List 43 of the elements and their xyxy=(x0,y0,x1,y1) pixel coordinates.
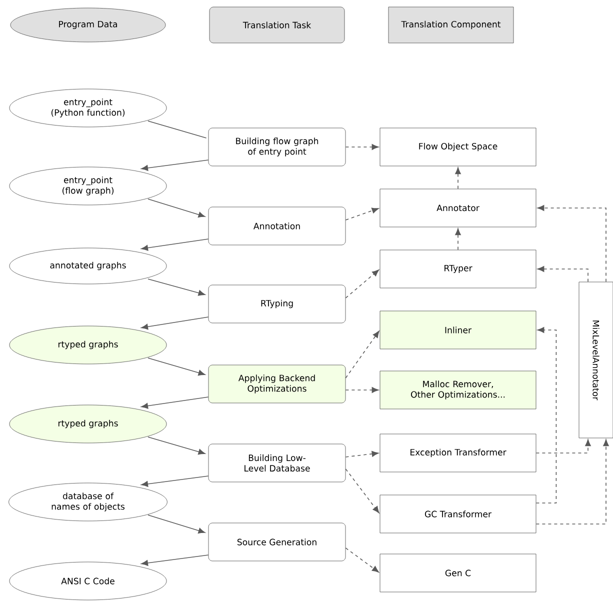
component-box: RTyper xyxy=(380,250,536,288)
arrow xyxy=(536,439,591,454)
arrow xyxy=(455,228,461,250)
arrow xyxy=(141,160,209,171)
arrow xyxy=(455,167,461,190)
arrow xyxy=(141,476,209,487)
arrow xyxy=(148,436,206,455)
component-box: Exception Transformer xyxy=(380,434,536,472)
task-box: RTyping xyxy=(208,284,346,324)
task-box: Translation Task xyxy=(209,6,345,44)
component-box: Malloc Remover, Other Optimizations... xyxy=(380,370,536,410)
arrow xyxy=(148,198,206,218)
task-box: Building flow graph of entry point xyxy=(208,128,346,166)
task-box: Applying Backend Optimizations xyxy=(208,364,346,404)
task-box: Building Low-Level Database xyxy=(208,444,346,482)
arrow xyxy=(148,278,206,296)
component-box: Flow Object Space xyxy=(380,128,536,166)
arrow xyxy=(537,266,588,282)
component-box: Gen C xyxy=(380,554,536,592)
arrow xyxy=(345,144,379,150)
arrow xyxy=(345,270,380,298)
task-box: Annotation xyxy=(208,206,346,246)
arrow xyxy=(536,327,557,504)
arrow xyxy=(141,396,209,409)
component-box: Annotator xyxy=(380,188,536,228)
arrow xyxy=(345,387,379,393)
arrow xyxy=(141,316,209,330)
arrow xyxy=(536,439,609,524)
arrow xyxy=(345,208,379,220)
arrow xyxy=(148,514,206,534)
arrow xyxy=(345,548,379,572)
arrow xyxy=(141,554,209,566)
component-box: MixLevelAnnotator xyxy=(578,282,613,438)
component-box: GC Transformer xyxy=(380,494,536,534)
arrow xyxy=(148,358,206,376)
component-box: Translation Component xyxy=(388,6,514,44)
component-box: Inliner xyxy=(380,310,536,350)
arrow xyxy=(345,468,380,514)
task-box: Source Generation xyxy=(208,522,346,562)
arrow xyxy=(345,450,379,458)
arrow xyxy=(141,238,209,251)
arrow xyxy=(537,205,606,282)
arrow xyxy=(345,330,380,378)
